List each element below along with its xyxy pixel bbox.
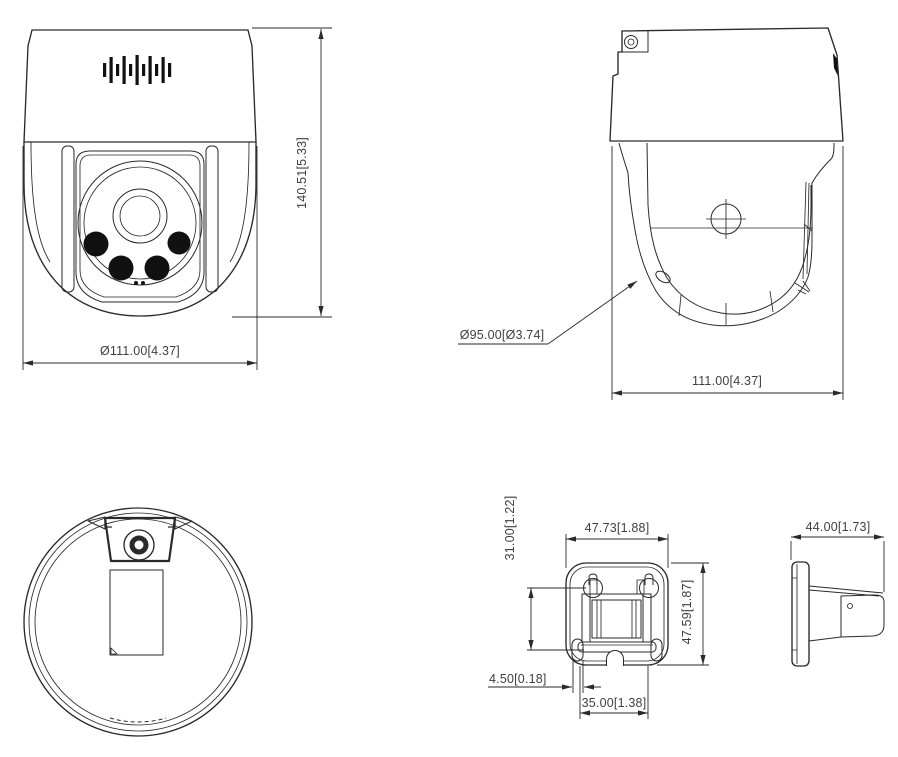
bracket-height-dimension: 47.59[1.87] [657,562,709,666]
keyhole-circle [583,578,603,598]
front-width-dimension: Ø111.00[4.37] [22,146,258,370]
cable-cover [103,516,177,563]
front-height-dim-label: 140.51[5.33] [295,137,309,209]
speaker-grille [103,55,172,85]
base-plate [109,569,164,656]
tab-screw-inner [627,38,635,46]
side-wing-right [174,516,193,530]
bracket-depth-label: 44.00[1.73] [806,520,871,534]
camera-face-inner [83,166,197,280]
camera-housing [75,150,205,303]
leader-line [547,280,638,345]
keyhole-circle [639,578,659,598]
bracket-side-view: 44.00[1.73] [790,520,885,667]
bracket-slot-spacing-label: 35.00[1.38] [582,696,647,710]
dome-outline [646,142,812,315]
frame-inner-rails [596,600,637,638]
bracket-height-label: 47.59[1.87] [680,580,694,645]
notch-mask [606,650,624,667]
edge-shadow [833,53,838,76]
wall-plate [791,561,810,667]
lens-outer-ring [112,188,168,244]
bracket-top-width-label: 47.73[1.88] [585,521,650,535]
arm-bottom-line [808,636,842,642]
yoke-arm-right [205,145,219,293]
indicator-dot [134,281,138,285]
body-inner-edge-left [30,141,51,263]
arm-top-lines [808,585,884,597]
bracket-slot-width-dimension: 4.50[0.18] [488,661,601,693]
block-screw-hole [847,603,853,609]
lens-inner-ring [119,195,161,237]
bracket-hole-offset-dimension: 31.00[1.22] [503,496,586,651]
body-inner-edge-right [229,141,250,263]
bracket-slot-width-label: 4.50[0.18] [489,672,547,686]
front-width-dim-label: Ø111.00[4.37] [100,344,180,358]
wall-plate-ticks [792,577,797,651]
side-width-dimension: 111.00[4.37] [611,146,844,400]
bracket-slot-spacing-dimension: 35.00[1.38] [579,666,649,719]
cable-notch [606,650,624,666]
base-circle-middle [28,512,248,732]
keyhole-neck [644,573,654,585]
bracket-depth-dimension: 44.00[1.73] [790,520,885,592]
mount-slot [650,638,663,662]
front-view: Ø111.00[4.37] 140.51[5.33] [22,27,332,370]
yoke-arm-left [61,145,75,293]
grip-texture [109,717,167,723]
cap-outline [609,27,844,142]
keyhole-slot [639,573,659,598]
body-outline [23,142,257,317]
tab-screw-outer [624,35,638,49]
keyhole-neck [588,573,598,585]
side-view: Ø95.00[Ø3.74] 111.00[4.37] [458,27,844,400]
side-wing-left [87,516,106,530]
front-height-dimension: 140.51[5.33] [232,27,332,318]
grommet-ring [129,535,149,555]
ir-led [167,231,191,255]
pan-screw-cross [706,199,746,239]
yoke-arm-detail [794,181,813,295]
clip-tab [589,579,598,595]
body-outline [618,142,835,327]
frame-rail-left [581,593,591,643]
cap-outline [23,29,257,143]
indicator-dot [141,281,145,285]
dome-rim-ticks [678,290,774,325]
dome-diameter-callout: Ø95.00[Ø3.74] [458,280,638,345]
ir-led [108,255,134,281]
ir-led [83,231,109,257]
cap-screw-tab [621,30,649,53]
mount-block [840,594,885,638]
bracket-front-view: 47.73[1.88] 31.00[1.22] 47.59[1.87] 4.50… [488,496,709,719]
corner-mark [110,647,118,655]
bracket-plate-inner [569,566,665,662]
side-width-dim-label: 111.00[4.37] [692,374,762,388]
dome-diameter-label: Ø95.00[Ø3.74] [460,328,545,342]
base-circle-outer [23,507,253,737]
frame-rail-right [642,593,652,643]
mic-hole [655,270,671,284]
bracket-hole-offset-label: 31.00[1.22] [503,496,517,561]
frame-window [591,599,642,639]
bracket-top-width-dimension: 47.73[1.88] [565,521,669,568]
ir-led [144,255,170,281]
camera-housing-inner [79,154,201,298]
bottom-view [23,507,253,737]
camera-face-outer [77,160,203,286]
grommet-outer [123,529,155,561]
